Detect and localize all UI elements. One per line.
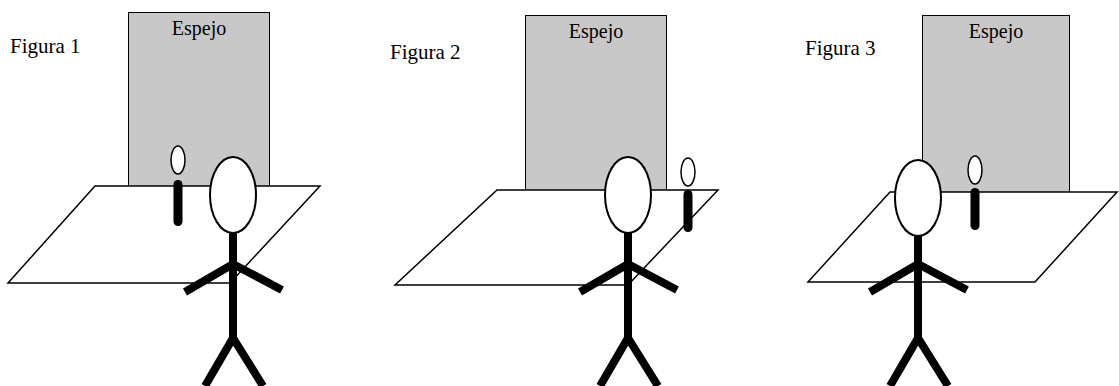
stick-body [870,236,967,386]
candle-flame [681,158,695,186]
mirror-panel: Espejo [128,12,270,187]
candle [681,158,695,232]
stick-figure [580,157,677,386]
figure-caption: Figura 2 [390,40,461,65]
stick-body [185,233,282,386]
mirror-label: Espejo [969,20,1023,43]
stick-head [210,157,256,233]
stick-figure [185,157,282,386]
figure-caption: Figura 1 [10,34,81,59]
mirror-panel: Espejo [525,15,667,191]
mirror-label: Espejo [172,17,226,40]
candle-body [174,180,183,226]
figure-caption: Figura 3 [805,36,876,61]
candle-flame [171,146,185,174]
candle [171,146,185,226]
candle-flame [968,156,982,184]
table-top [808,192,1117,282]
stick-figure [870,160,967,386]
mirror-label: Espejo [569,20,623,43]
stick-body [580,233,677,386]
candle-body [971,188,980,230]
table-top [8,186,320,283]
candle-body [684,190,693,232]
stick-head [605,157,651,233]
mirror-panel: Espejo [922,15,1070,193]
table-top [395,190,718,285]
candle [968,156,982,230]
stick-head [895,160,941,236]
